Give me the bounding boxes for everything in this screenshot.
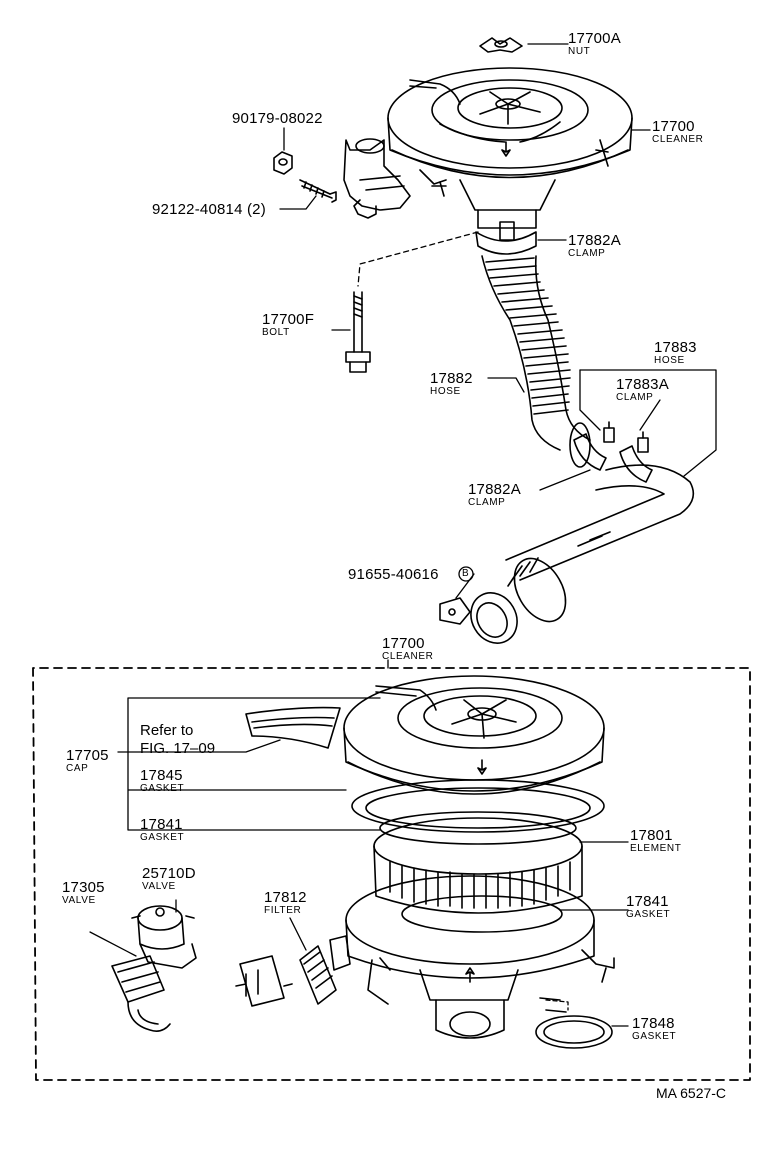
air-cleaner-top-drawing [387, 67, 633, 229]
label-17801-name: ELEMENT [630, 843, 682, 854]
label-17882a-lower-name: CLAMP [468, 497, 506, 508]
label-17883a-number: 17883A [616, 376, 669, 393]
gasket-845-drawing [351, 779, 605, 833]
assembly-boundary [32, 667, 751, 1081]
leader-lines [89, 43, 717, 1027]
valve-17305-drawing [111, 955, 171, 1032]
straight-hose-drawing [470, 464, 695, 644]
hose-clamps-drawing [573, 421, 653, 483]
label-91655-number: 91655-40616 [348, 566, 439, 583]
label-17883-number: 17883 [654, 339, 697, 356]
label-17700-assy-number: 17700 [382, 635, 425, 652]
marker-circle [458, 566, 474, 582]
label-92122-number: 92122-40814 (2) [152, 201, 266, 218]
filter-drawing [235, 945, 337, 1007]
label-17841-bottom-number: 17841 [626, 893, 669, 910]
refer-line-2: FIG. 17–09 [140, 740, 216, 757]
gasket-841-bottom-drawing [401, 895, 563, 933]
label-17845-number: 17845 [140, 767, 183, 784]
label-17845-name: GASKET [140, 783, 185, 794]
element-drawing [373, 817, 583, 914]
wing-nut-drawing [479, 37, 523, 53]
label-17305-number: 17305 [62, 879, 105, 896]
label-17700-top-name: CLEANER [652, 134, 704, 145]
valve-25710d-drawing [131, 905, 197, 969]
label-17700a-number: 17700A [568, 30, 621, 47]
label-91655-marker: B [462, 568, 470, 579]
label-17705-number: 17705 [66, 747, 109, 764]
label-25710d-number: 25710D [142, 865, 196, 882]
gasket-848-drawing [535, 1015, 613, 1049]
label-17882-name: HOSE [430, 386, 461, 397]
gasket-841-top-drawing [379, 811, 577, 845]
cap-drawing [343, 675, 605, 795]
label-17848-name: GASKET [632, 1031, 677, 1042]
label-17882-number: 17882 [430, 370, 473, 387]
label-17305-name: VALVE [62, 895, 96, 906]
label-17841-top-name: GASKET [140, 832, 185, 843]
clip-drawing [273, 151, 293, 175]
label-17841-bottom-name: GASKET [626, 909, 671, 920]
refer-sheet-drawing [245, 706, 341, 749]
label-17700f-name: BOLT [262, 327, 290, 338]
clamp-upper-drawing [475, 221, 537, 255]
stud-drawing [299, 179, 337, 203]
label-17848-number: 17848 [632, 1015, 675, 1032]
label-17700f-number: 17700F [262, 311, 315, 328]
label-17841-top-number: 17841 [140, 816, 183, 833]
figure-code: MA 6527-C [656, 1085, 727, 1101]
label-17705-name: CAP [66, 763, 89, 774]
label-17801-number: 17801 [630, 827, 673, 844]
label-90179-number: 90179-08022 [232, 110, 323, 127]
label-17812-number: 17812 [264, 889, 307, 906]
label-17882a-upper-name: CLAMP [568, 248, 606, 259]
refer-line-1: Refer to [140, 722, 194, 739]
label-25710d-name: VALVE [142, 881, 176, 892]
label-17700-assy-name: CLEANER [382, 651, 434, 662]
label-17700a-name: NUT [568, 46, 591, 57]
label-17812-name: FILTER [264, 905, 302, 916]
cleaner-body-drawing [329, 875, 615, 1039]
label-17883-name: HOSE [654, 355, 685, 366]
label-17882a-lower-number: 17882A [468, 481, 521, 498]
hose-bracket-drawing [439, 597, 471, 625]
label-17700-top-number: 17700 [652, 118, 695, 135]
bolt-drawing [345, 291, 371, 373]
valve-bracket-drawing [343, 138, 411, 219]
label-17883a-name: CLAMP [616, 392, 654, 403]
corrugated-hose-drawing [481, 255, 591, 468]
label-17882a-upper-number: 17882A [568, 232, 621, 249]
